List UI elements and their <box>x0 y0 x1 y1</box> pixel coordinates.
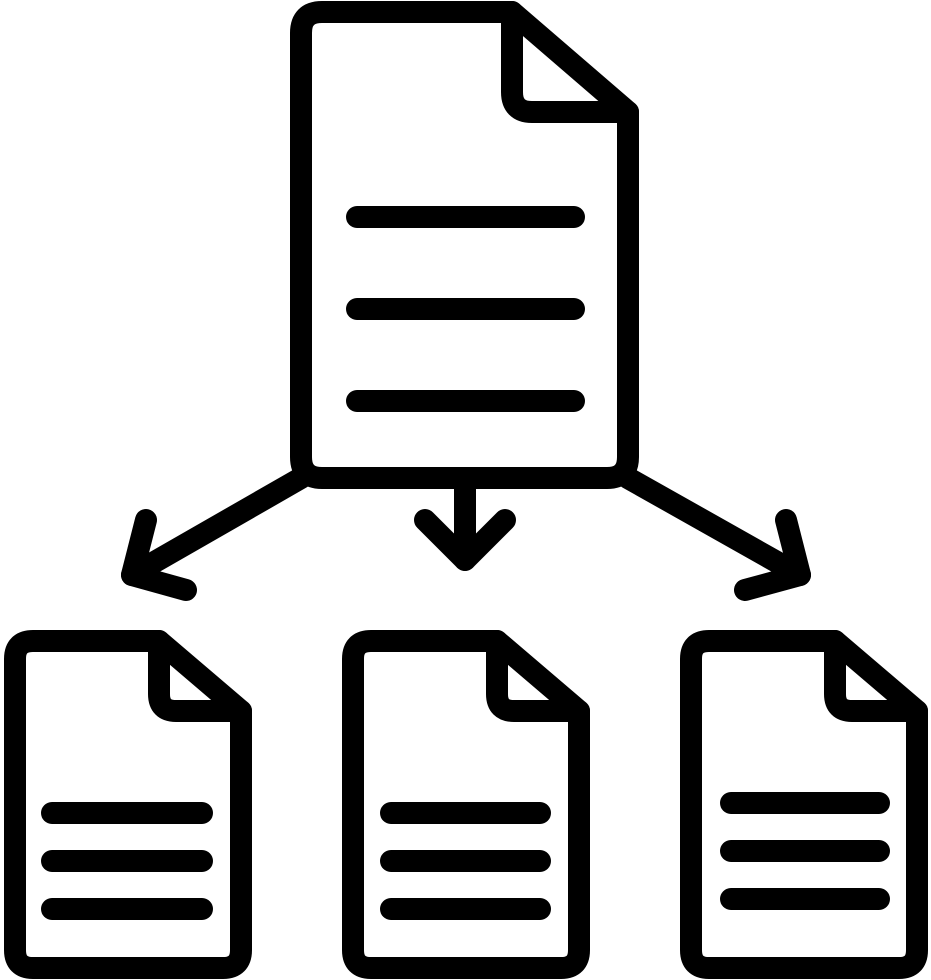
arrow-shaft <box>617 467 811 586</box>
arrow-down-right-icon <box>617 467 811 601</box>
target-document-outline <box>342 630 590 979</box>
arrow-head <box>734 509 811 601</box>
arrow-shaft <box>121 467 312 586</box>
arrow-head <box>414 509 516 571</box>
target-document-outline <box>4 630 252 979</box>
target-document-outline <box>680 630 928 979</box>
target-document-icon <box>4 630 252 979</box>
target-document-icon <box>342 630 590 979</box>
target-document-fold <box>486 630 590 722</box>
arrow-down-left-icon <box>121 467 312 601</box>
target-document-fold <box>824 630 928 722</box>
target-document-icon <box>680 630 928 979</box>
source-document-icon <box>290 1 639 489</box>
arrow-down-icon <box>414 467 516 571</box>
source-document-fold <box>501 1 639 123</box>
target-document-fold <box>148 630 252 722</box>
arrow-head <box>121 509 197 601</box>
